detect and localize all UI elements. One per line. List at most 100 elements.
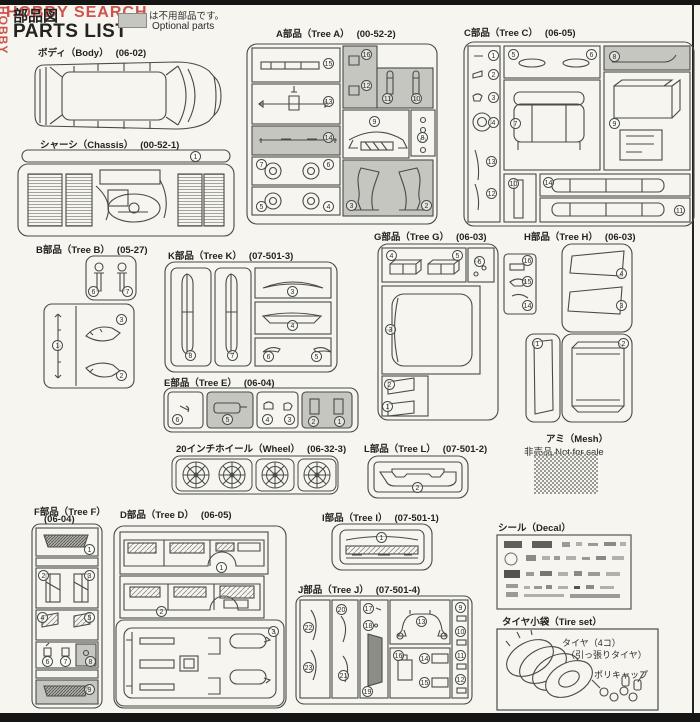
scan-bottom-edge xyxy=(0,713,700,722)
decal-label: シール（Decal） xyxy=(498,523,571,534)
part-number: 3 xyxy=(84,570,95,581)
part-number: 12 xyxy=(455,674,466,685)
tree-c-section: 1 2 3 4 13 12 5 6 8 7 9 10 14 11 xyxy=(460,38,698,230)
part-number: 11 xyxy=(382,93,393,104)
chassis-label: シャーシ（Chassis）(00-52-1) xyxy=(40,140,180,151)
part-number: 9 xyxy=(609,118,620,129)
part-number: 16 xyxy=(361,49,372,60)
part-number: 6 xyxy=(42,656,53,667)
tree-e-section: 6 5 4 3 2 1 xyxy=(162,386,360,434)
part-number: 17 xyxy=(363,603,374,614)
part-number: 4 xyxy=(488,117,499,128)
part-number: 4 xyxy=(262,414,273,425)
part-number: 1 xyxy=(84,544,95,555)
part-number: 7 xyxy=(256,159,267,170)
tree-d-drawing xyxy=(113,525,287,709)
part-number: 2 xyxy=(38,570,49,581)
mesh-swatch xyxy=(534,452,598,494)
tree-a-section: 15 13 14 7 6 5 4 16 12 11 10 9 8 3 2 xyxy=(245,40,441,230)
part-number: 10 xyxy=(411,93,422,104)
part-number: 6 xyxy=(586,49,597,60)
tire-type-note: （引っ張りタイヤ） xyxy=(566,650,647,660)
tree-i-drawing xyxy=(331,523,433,571)
chassis-top-view xyxy=(17,149,235,237)
part-number: 14 xyxy=(419,653,430,664)
part-number: 3 xyxy=(488,92,499,103)
part-number: 1 xyxy=(334,416,345,427)
car-body-top-view xyxy=(34,61,222,130)
part-number: 13 xyxy=(323,96,334,107)
tree-h-section: 4 3 1 2 xyxy=(524,242,636,424)
part-number: 10 xyxy=(455,626,466,637)
mesh-label: アミ（Mesh） xyxy=(546,434,609,445)
part-number: 2 xyxy=(156,606,167,617)
part-number: 6 xyxy=(88,286,99,297)
part-number: 1 xyxy=(382,401,393,412)
part-number: 2 xyxy=(412,482,423,493)
body-label: ボディ（Body）(06-02) xyxy=(38,48,147,59)
part-number: 6 xyxy=(172,414,183,425)
tree-g-label: G部品（Tree G）(06-03) xyxy=(374,232,487,243)
tree-k-label: K部品（Tree K）(07-501-3) xyxy=(168,251,294,262)
tree-a-label: A部品（Tree A）(00-52-2) xyxy=(276,29,396,40)
polycap-note: ポリキャップ xyxy=(594,670,649,680)
part-number: 9 xyxy=(84,684,95,695)
part-number: 6 xyxy=(263,351,274,362)
decal-drawing xyxy=(496,534,632,610)
part-number: 14 xyxy=(323,132,334,143)
wheel-section xyxy=(170,454,340,496)
part-number: 7 xyxy=(227,350,238,361)
part-number: 1 xyxy=(216,562,227,573)
decal-sheet xyxy=(496,534,632,610)
chassis-drawing: 1 xyxy=(14,146,240,240)
part-number: 4 xyxy=(323,201,334,212)
part-number: 8 xyxy=(85,656,96,667)
part-number: 3 xyxy=(268,626,279,637)
part-number: 8 xyxy=(609,51,620,62)
part-number: 1 xyxy=(376,532,387,543)
part-number: 15 xyxy=(522,276,533,287)
hobbysearch-watermark: HOBBY SEARCH xyxy=(6,4,148,21)
scan-right-edge xyxy=(692,5,694,713)
tire-drawing xyxy=(496,628,659,711)
part-number: 7 xyxy=(60,656,71,667)
part-number: 5 xyxy=(452,250,463,261)
part-number: 2 xyxy=(308,416,319,427)
part-number: 20 xyxy=(336,604,347,615)
part-number: 9 xyxy=(455,602,466,613)
tree-g-section: 4 5 6 3 2 1 xyxy=(376,242,500,422)
tree-f-section: 1 2 3 4 5 6 7 8 9 xyxy=(30,522,104,710)
tree-f-label: F部品（Tree F） xyxy=(34,507,106,518)
tree-i-label: I部品（Tree I）(07-501-1) xyxy=(322,513,439,524)
mesh-texture xyxy=(534,452,598,494)
part-number: 13 xyxy=(416,616,427,627)
part-number: 3 xyxy=(385,324,396,335)
part-number: 2 xyxy=(421,200,432,211)
part-number: 2 xyxy=(488,69,499,80)
part-number: 23 xyxy=(303,662,314,673)
part-number: 12 xyxy=(361,80,372,91)
tire-section: タイヤ小袋（Tire set） タイヤ（4コ） （引っ張りタイヤ） ポリキャップ xyxy=(496,614,666,714)
part-number: 19 xyxy=(362,686,373,697)
part-number: 13 xyxy=(486,156,497,167)
tree-d-label: D部品（Tree D）(06-05) xyxy=(120,510,232,521)
part-number: 5 xyxy=(256,201,267,212)
part-number: 6 xyxy=(474,256,485,267)
part-number: 22 xyxy=(303,622,314,633)
part-number: 1 xyxy=(190,151,201,162)
part-number: 14 xyxy=(522,300,533,311)
tree-j-drawing xyxy=(295,595,473,705)
page-title: PARTS LIST xyxy=(13,21,128,42)
tree-b-label: B部品（Tree B）(05-27) xyxy=(36,245,148,256)
part-number: 18 xyxy=(363,620,374,631)
tree-c-drawing xyxy=(463,41,695,227)
tree-j-label: J部品（Tree J）(07-501-4) xyxy=(298,585,421,596)
part-number: 8 xyxy=(185,350,196,361)
part-number: 11 xyxy=(674,205,685,216)
part-number: 3 xyxy=(284,414,295,425)
tree-l-label: L部品（Tree L）(07-501-2) xyxy=(364,444,488,455)
part-number: 10 xyxy=(508,178,519,189)
page-title-jp: 部品図 xyxy=(13,8,59,25)
part-number: 3 xyxy=(287,286,298,297)
